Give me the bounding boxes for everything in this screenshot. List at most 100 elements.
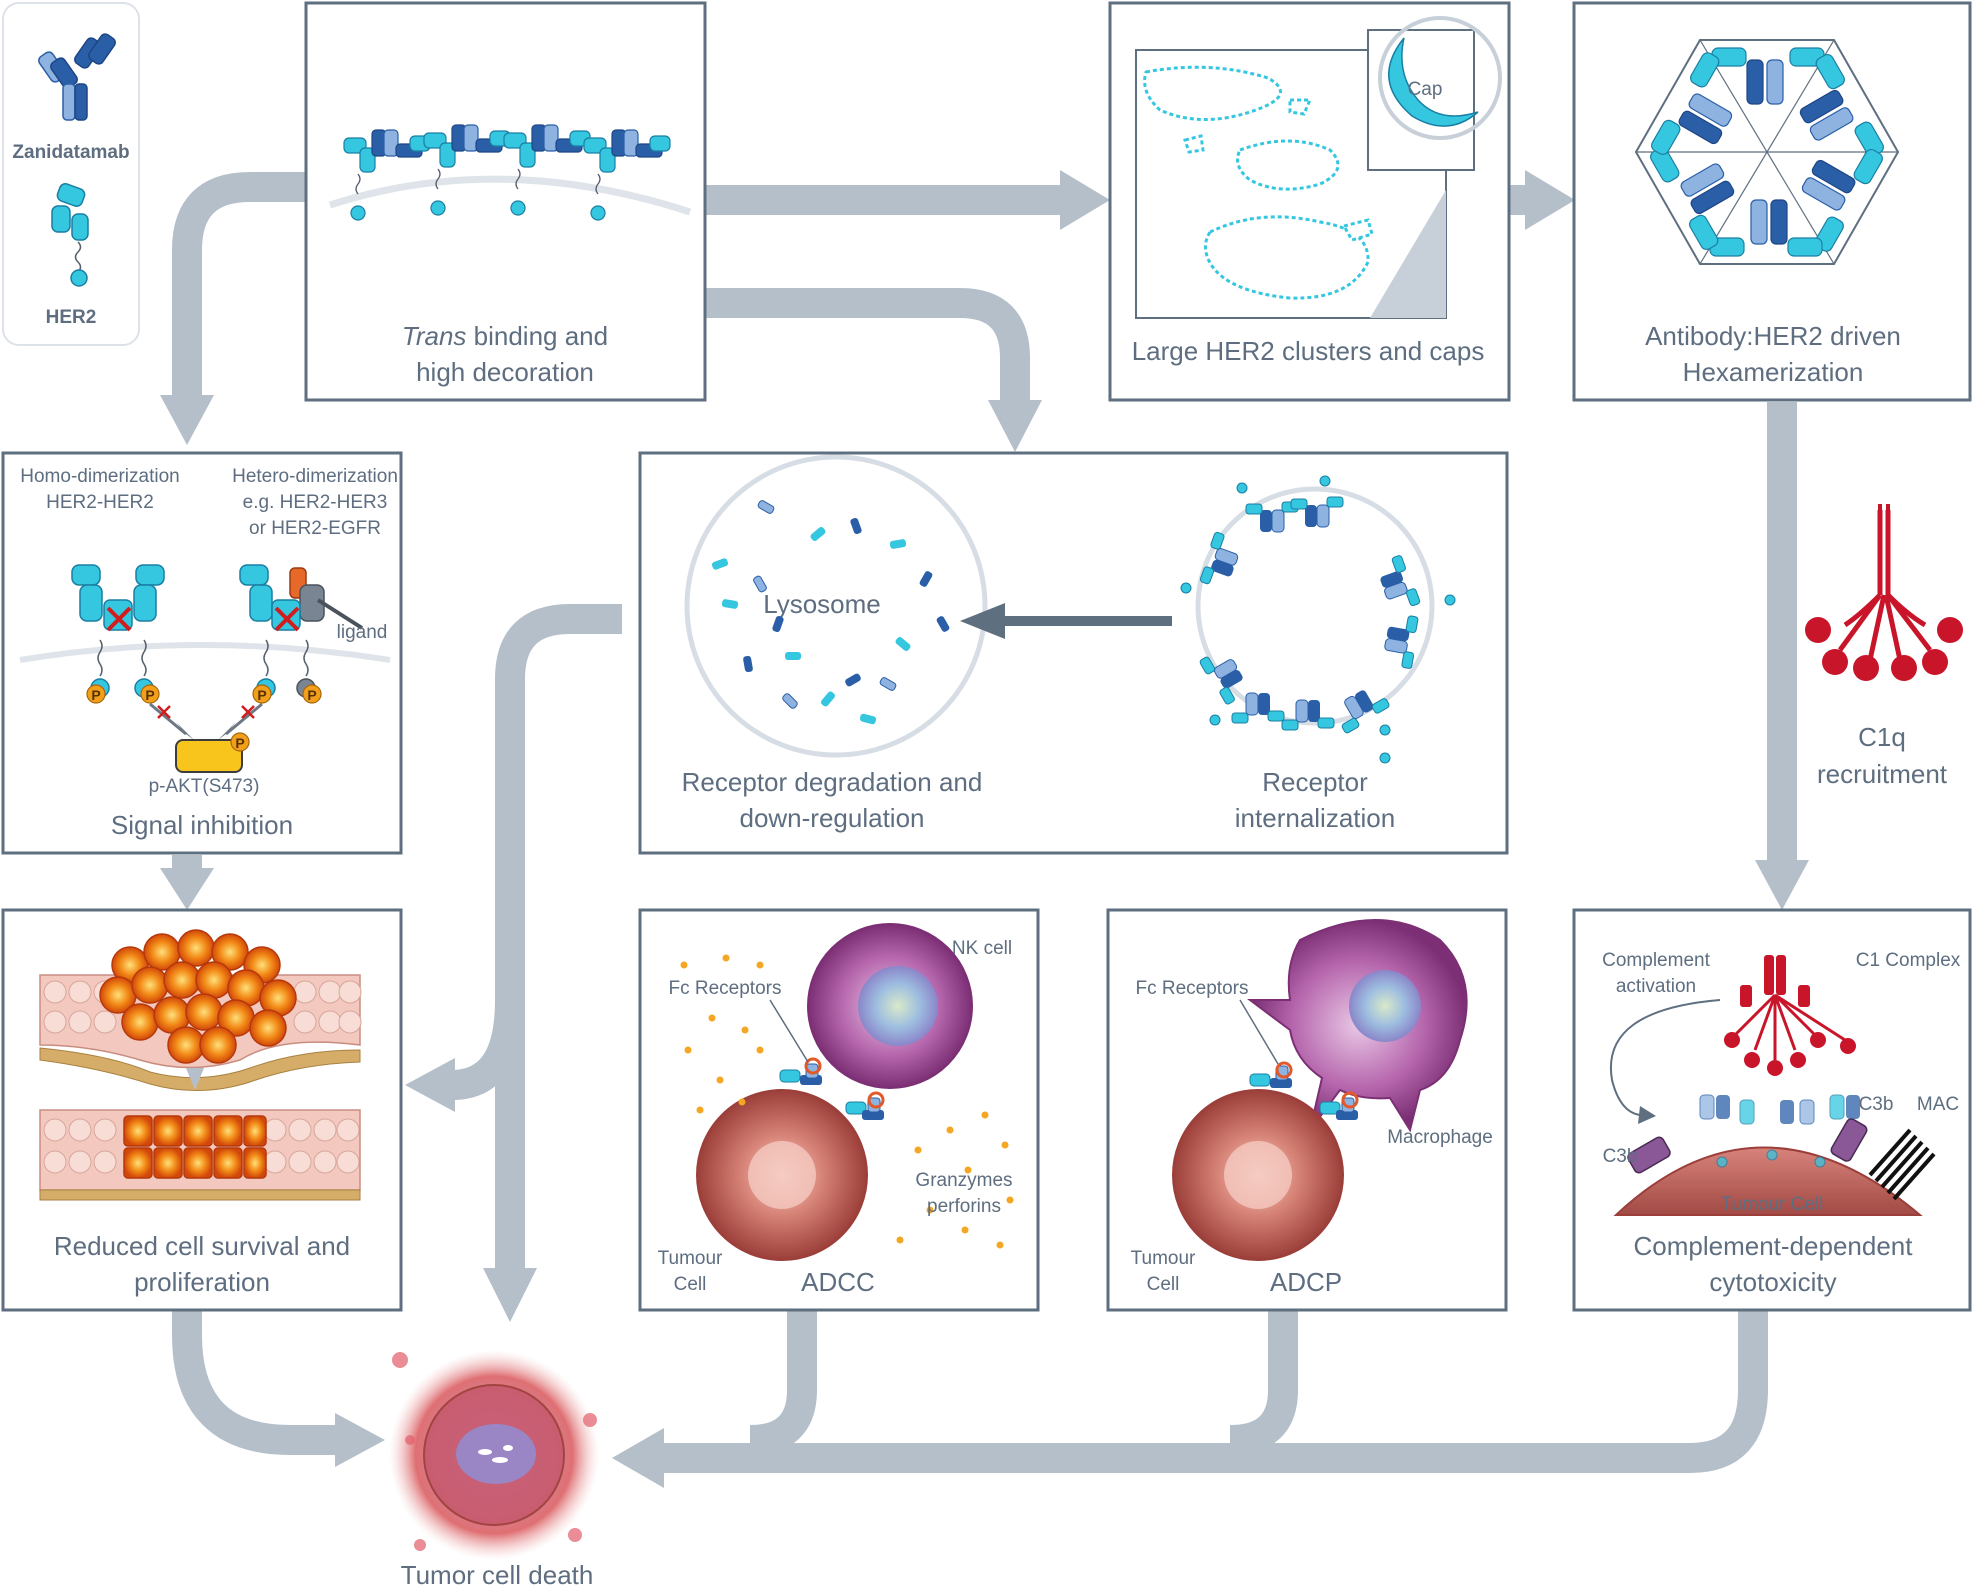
- c3b-left-label: C3b: [1603, 1146, 1638, 1167]
- tissue-lower: [39, 1109, 361, 1201]
- panel-adcp: Macrophage Fc Receptors Tumour Cell ADCP: [1106, 908, 1508, 1312]
- homodimer: [71, 564, 165, 698]
- tumour-cell-label: Tumour: [658, 1248, 723, 1269]
- legend-box: Zanidatamab HER2: [2, 2, 140, 346]
- arrow-internalization-down: [495, 604, 622, 1270]
- fc-receptor: [1341, 1091, 1359, 1109]
- trans-binding-caption: Trans binding and: [402, 321, 608, 351]
- internalization-caption-line2: internalization: [1235, 803, 1395, 833]
- c1-complex-icon: [1724, 955, 1856, 1076]
- c1q-recruitment-label: recruitment: [1817, 759, 1948, 789]
- legend-her2-label: HER2: [46, 307, 97, 328]
- panel-internalization: Lysosome: [638, 451, 1509, 855]
- granzymes-label: Granzymes: [915, 1170, 1012, 1191]
- hetero-dimerization-example1: e.g. HER2-HER3: [243, 492, 388, 513]
- svg-text:P: P: [307, 687, 316, 703]
- degradation-caption-line2: down-regulation: [739, 803, 924, 833]
- fc-pointer: [1239, 999, 1279, 1065]
- arrow-head: [405, 1058, 455, 1112]
- flow-arrows: [160, 170, 1809, 1488]
- arrow-head: [1060, 170, 1110, 230]
- degradation-arrow-head: [960, 603, 1005, 639]
- blocked-signal-arrows: [149, 702, 263, 740]
- arrow-head: [335, 1413, 385, 1467]
- svg-text:P: P: [145, 687, 154, 703]
- mac-pore-icon: [1868, 1128, 1936, 1201]
- cap-label: Cap: [1408, 79, 1443, 100]
- endosome-circle: [1195, 486, 1435, 726]
- akt-phospho-marker: [230, 732, 250, 752]
- akt-label: p-AKT(S473): [149, 776, 260, 797]
- signal-inhibition-caption: Signal inhibition: [111, 810, 293, 840]
- complement-activation-label: Complement: [1602, 950, 1710, 971]
- hetero-dimerization-example2: or HER2-EGFR: [249, 518, 381, 539]
- cap-circle: [1378, 16, 1502, 140]
- antibody-icon: [38, 33, 116, 121]
- antibody-bridges: [1249, 1065, 1358, 1120]
- block-x-icon: [274, 606, 300, 632]
- degraded-fragments: [711, 500, 950, 725]
- ligand-label: ligand: [337, 622, 388, 643]
- hexamer-caption-line2: Hexamerization: [1683, 357, 1864, 387]
- membrane: [19, 642, 391, 663]
- hexamer-caption-line1: Antibody:HER2 driven: [1645, 321, 1901, 351]
- lysosome-circle: [684, 454, 988, 758]
- macrophage-label: Macrophage: [1387, 1127, 1493, 1148]
- macrophage: [1247, 919, 1468, 1133]
- tumour-nucleus: [1224, 1141, 1292, 1209]
- homo-dimerization-pair: HER2-HER2: [46, 492, 154, 513]
- adcc-caption: ADCC: [801, 1267, 875, 1297]
- membrane: [328, 175, 692, 216]
- c1-complex-label: C1 Complex: [1856, 950, 1961, 971]
- tumor-cell-death: Tumor cell death: [389, 1350, 599, 1590]
- internalization-caption-line1: Receptor: [1262, 767, 1368, 797]
- homo-dimerization-label: Homo-dimerization: [20, 466, 179, 487]
- heterodimer: [239, 564, 364, 698]
- her2-clusters: [1143, 65, 1374, 300]
- hexagon-spokes: [1636, 39, 1898, 265]
- tumour-nucleus: [748, 1141, 816, 1209]
- c3b-right-label: C3b: [1859, 1094, 1894, 1115]
- phospho-markers: P P P P: [86, 684, 322, 704]
- akt-phospho-label: P: [235, 735, 244, 751]
- arrow-head: [1525, 170, 1575, 230]
- arrow-head: [160, 395, 214, 445]
- antibody-bridges: [779, 1063, 884, 1120]
- tumour-cell-label-line2: Cell: [674, 1274, 707, 1295]
- svg-text:P: P: [257, 687, 266, 703]
- akt-protein: [175, 739, 243, 773]
- arrow-head: [1755, 860, 1809, 910]
- ligand-stick: [316, 598, 364, 630]
- arrow-adcp-to-death: [1229, 1310, 1298, 1455]
- nk-cell-label: NK cell: [952, 938, 1012, 959]
- cdc-tumour-label: Tumour Cell: [1721, 1194, 1824, 1215]
- arrow-internalization-to-survival: [451, 999, 525, 1100]
- trans-binding-caption-line2: high decoration: [416, 357, 594, 387]
- arrow-head: [612, 1428, 664, 1488]
- activation-curve-arrow: [1609, 999, 1721, 1116]
- panel-clusters: Cap Large HER2 clusters and caps: [1108, 1, 1511, 402]
- panel-hexamer: Antibody:HER2 driven Hexamerization: [1572, 1, 1972, 402]
- perforins-label: perforins: [927, 1196, 1001, 1217]
- granzyme-dots: [680, 954, 1014, 1249]
- activation-arrow-head: [1638, 1106, 1656, 1124]
- fc-receptors-label: Fc Receptors: [1136, 978, 1249, 999]
- fc-pointer: [769, 999, 809, 1063]
- fc-receptors-label: Fc Receptors: [669, 978, 782, 999]
- degradation-caption-line1: Receptor degradation and: [682, 767, 983, 797]
- tumour-cell-label: Tumour: [1131, 1248, 1196, 1269]
- apoptotic-bodies: [392, 1352, 597, 1551]
- arrow-head: [988, 400, 1042, 452]
- cap-crescent: [1388, 37, 1479, 127]
- survival-caption-line1: Reduced cell survival and: [54, 1231, 350, 1261]
- clusters-caption: Large HER2 clusters and caps: [1132, 336, 1485, 366]
- panel-reduced-survival: Reduced cell survival and proliferation: [1, 908, 403, 1312]
- mac-label: MAC: [1917, 1094, 1959, 1115]
- cdc-caption-line2: cytotoxicity: [1709, 1267, 1836, 1297]
- residual-tumour: [123, 1115, 267, 1179]
- fc-receptor: [1275, 1061, 1293, 1079]
- svg-text:P: P: [91, 687, 100, 703]
- cdc-caption-line1: Complement-dependent: [1634, 1231, 1914, 1261]
- fc-receptor: [867, 1091, 885, 1109]
